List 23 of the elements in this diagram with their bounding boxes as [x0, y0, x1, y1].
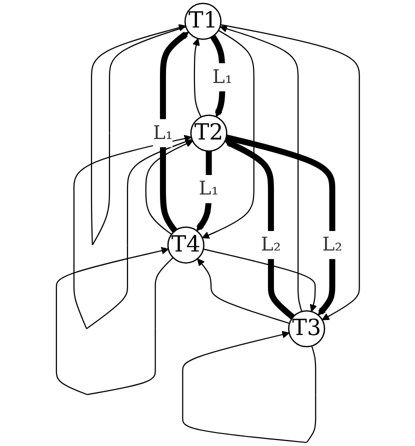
- arrow: [220, 24, 360, 320]
- arrow: [219, 25, 302, 312]
- arrow: [202, 248, 317, 312]
- arrow: [144, 140, 193, 235]
- arrow: [73, 134, 192, 330]
- arrow: [160, 32, 189, 233]
- node-circle: T3: [288, 310, 325, 348]
- node-circle: T4: [166, 226, 204, 264]
- arrow: [225, 134, 335, 316]
- edge-label: L₁: [212, 66, 232, 88]
- node-circle: T2: [190, 114, 227, 152]
- edge-label: L₁: [152, 122, 173, 144]
- edge-label: L₂: [322, 234, 342, 256]
- node-circle: T1: [184, 2, 222, 40]
- edge-label: L₁: [198, 178, 218, 200]
- arrow: [182, 330, 316, 444]
- arrow: [55, 246, 174, 396]
- edge-label: L₂: [260, 234, 281, 256]
- arrow: [192, 38, 202, 118]
- arrow: [202, 30, 254, 239]
- arrow: [196, 258, 290, 324]
- arrow: [90, 24, 186, 246]
- arrow: [224, 140, 294, 320]
